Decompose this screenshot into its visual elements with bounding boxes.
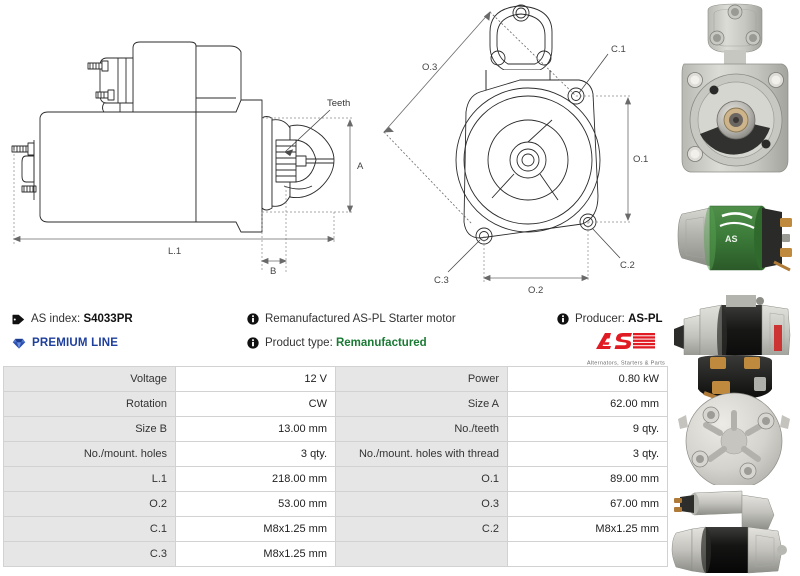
spec-key: L.1: [3, 466, 176, 492]
dim-label-c3: C.3: [434, 275, 449, 286]
table-row: Voltage 12 V Power 0.80 kW: [3, 366, 668, 392]
spec-value: 3 qty.: [507, 441, 668, 467]
spec-key: O.3: [335, 491, 508, 517]
product-photo[interactable]: AS: [670, 192, 800, 292]
producer-label: Producer:: [575, 313, 625, 325]
product-description: Remanufactured AS-PL Starter motor: [265, 313, 456, 325]
spec-value: 13.00 mm: [175, 416, 336, 442]
spec-key: No./mount. holes with thread: [335, 441, 508, 467]
spec-value: 89.00 mm: [507, 466, 668, 492]
premium-line-row: PREMIUM LINE: [12, 336, 118, 350]
spec-value: 67.00 mm: [507, 491, 668, 517]
product-type-label: Product type:: [265, 337, 333, 349]
dim-label-o2: O.2: [528, 285, 543, 296]
table-row: C.3 M8x1.25 mm: [3, 541, 668, 567]
spec-value: M8x1.25 mm: [175, 541, 336, 567]
tag-icon: [12, 313, 25, 326]
premium-line-label: PREMIUM LINE: [32, 337, 119, 349]
spec-key: Rotation: [3, 391, 176, 417]
table-row: L.1 218.00 mm O.1 89.00 mm: [3, 466, 668, 492]
spec-value: 9 qty.: [507, 416, 668, 442]
spec-value: M8x1.25 mm: [507, 516, 668, 542]
producer-row: Producer: AS-PL: [557, 312, 663, 326]
info-icon: [247, 337, 259, 349]
spec-key: C.2: [335, 516, 508, 542]
side-view-drawing: L.1 A B Teeth: [11, 41, 364, 277]
spec-key: C.1: [3, 516, 176, 542]
product-photo[interactable]: [670, 355, 800, 490]
spec-value: 218.00 mm: [175, 466, 336, 492]
dim-label-a: A: [357, 161, 364, 172]
table-row: C.1 M8x1.25 mm C.2 M8x1.25 mm: [3, 516, 668, 542]
spec-key: No./mount. holes: [3, 441, 176, 467]
product-photo[interactable]: [670, 485, 800, 575]
spec-value: M8x1.25 mm: [175, 516, 336, 542]
product-photo[interactable]: [670, 2, 800, 192]
technical-drawings: L.1 A B Teeth: [0, 0, 670, 300]
spec-value: CW: [175, 391, 336, 417]
spec-value: 53.00 mm: [175, 491, 336, 517]
spec-value: 12 V: [175, 366, 336, 392]
spec-key: C.3: [3, 541, 176, 567]
specifications-table: Voltage 12 V Power 0.80 kW Rotation CW S…: [3, 366, 668, 567]
product-info-strip: AS index: S4033PR PREMIUM LINE: [0, 300, 670, 362]
dim-label-o3: O.3: [422, 62, 437, 73]
table-row: O.2 53.00 mm O.3 67.00 mm: [3, 491, 668, 517]
front-view-drawing: O.3 C.1 O.1 C.2 C.3 O.2: [382, 4, 648, 296]
diamond-icon: [12, 337, 26, 350]
product-photo-gallery: AS: [670, 0, 800, 576]
spec-key-empty: [335, 541, 508, 567]
info-icon: [247, 313, 259, 325]
table-row: Rotation CW Size A 62.00 mm: [3, 391, 668, 417]
as-pl-logo: Alternators, Starters & Parts: [587, 330, 665, 366]
table-row: Size B 13.00 mm No./teeth 9 qty.: [3, 416, 668, 442]
spec-key: No./teeth: [335, 416, 508, 442]
as-index-row: AS index: S4033PR: [12, 312, 133, 326]
as-index-value: S4033PR: [83, 313, 133, 325]
spec-value: 62.00 mm: [507, 391, 668, 417]
spec-key: O.2: [3, 491, 176, 517]
as-pl-logo-tagline: Alternators, Starters & Parts: [586, 360, 666, 367]
product-type-row: Product type: Remanufactured: [247, 336, 427, 350]
spec-key: Voltage: [3, 366, 176, 392]
spec-value-empty: [507, 541, 668, 567]
teeth-label: Teeth: [327, 98, 350, 109]
dim-label-b: B: [270, 266, 276, 277]
as-index-label: AS index:: [31, 313, 81, 325]
info-icon: [557, 313, 569, 325]
table-row: No./mount. holes 3 qty. No./mount. holes…: [3, 441, 668, 467]
product-type-value: Remanufactured: [335, 337, 427, 349]
as-pl-logo-mark: [596, 333, 655, 349]
spec-key: O.1: [335, 466, 508, 492]
dim-label-c1: C.1: [611, 44, 626, 55]
svg-text:AS: AS: [725, 234, 738, 244]
dim-label-o1: O.1: [633, 154, 648, 165]
spec-key: Power: [335, 366, 508, 392]
spec-value: 0.80 kW: [507, 366, 668, 392]
dim-label-c2: C.2: [620, 260, 635, 271]
description-row: Remanufactured AS-PL Starter motor: [247, 312, 456, 326]
spec-key: Size B: [3, 416, 176, 442]
producer-value: AS-PL: [628, 313, 663, 325]
dim-label-l1: L.1: [168, 246, 181, 257]
spec-key: Size A: [335, 391, 508, 417]
spec-value: 3 qty.: [175, 441, 336, 467]
